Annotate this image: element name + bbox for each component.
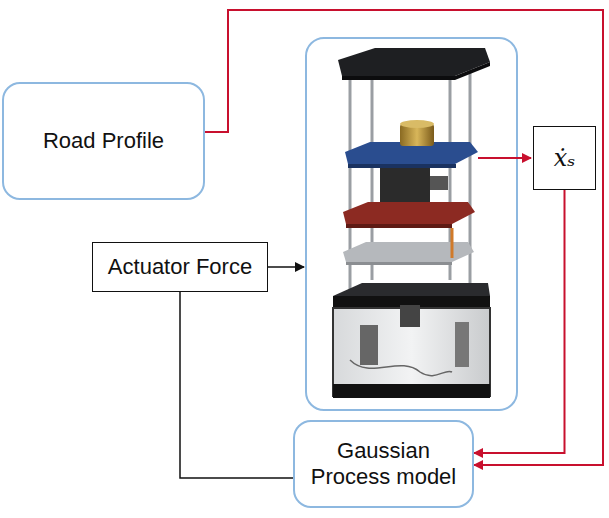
connector [180,292,293,478]
connector [205,10,603,465]
input-box: Road Profile [2,82,205,200]
node-label: Actuator Force [108,254,252,280]
model-box: Gaussian Process model [293,420,474,508]
connector [474,190,565,453]
node-label: ẋₛ [554,144,576,173]
node-label: Gaussian Process model [305,438,462,491]
input-box: Actuator Force [92,242,268,292]
signal-box: ẋₛ [533,126,596,190]
node-label: Road Profile [43,128,164,154]
